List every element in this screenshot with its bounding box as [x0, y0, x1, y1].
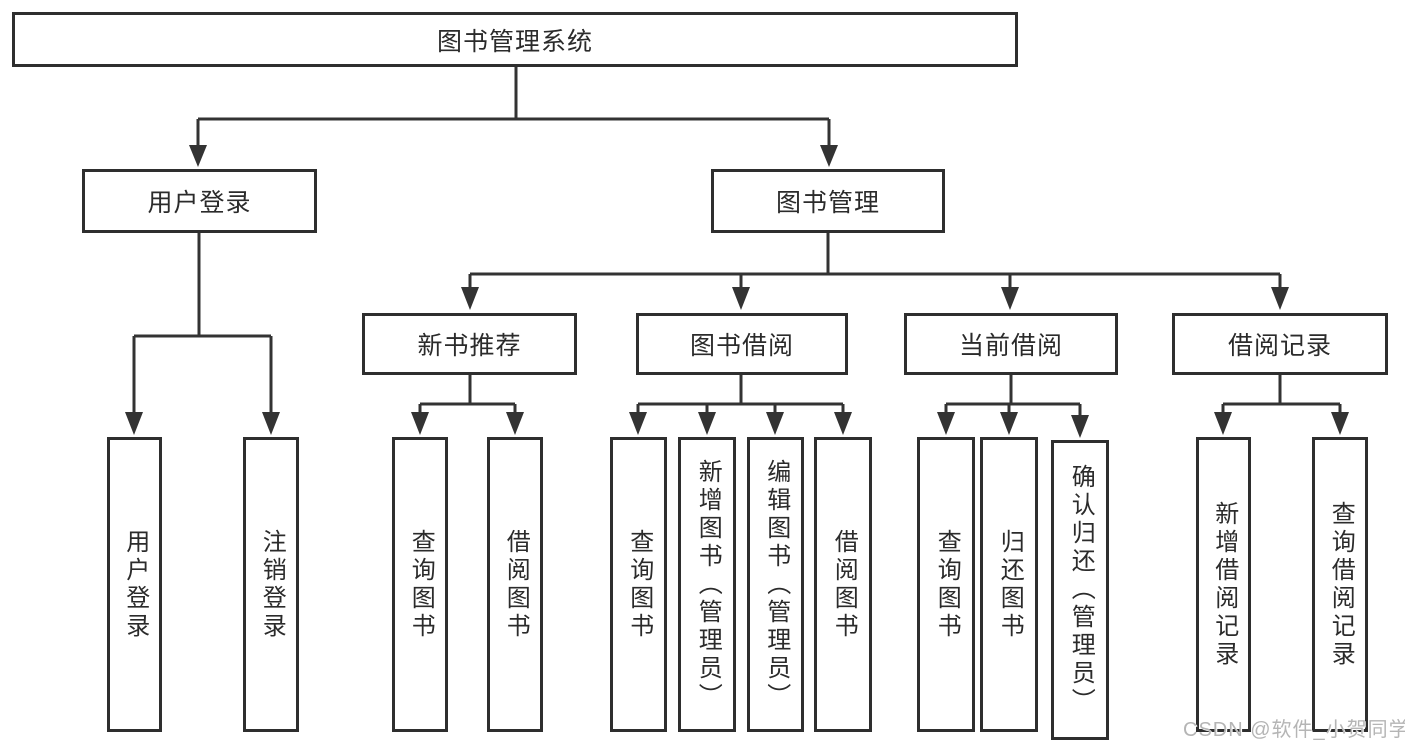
node-query-borrow-record: 查询借阅记录: [1312, 437, 1368, 732]
node-query-books-current: 查询图书: [917, 437, 975, 732]
node-add-book-admin: 新增图书（管理员）: [678, 437, 736, 732]
node-library-system-label: 图书管理系统: [436, 27, 593, 56]
node-borrow-books: 借阅图书: [814, 437, 872, 732]
node-query-books-current-label: 查询图书: [933, 528, 961, 641]
node-library-system: 图书管理系统: [12, 12, 1018, 67]
node-edit-book-admin: 编辑图书（管理员）: [747, 437, 804, 732]
node-query-books-recommend: 查询图书: [392, 437, 448, 732]
node-borrow-books-recommend-label: 借阅图书: [502, 528, 530, 641]
node-user-login-label: 用户登录: [121, 528, 149, 641]
node-user-login: 用户登录: [107, 437, 162, 732]
node-new-book-recommend-label: 新书推荐: [417, 332, 522, 360]
node-borrow-books-recommend: 借阅图书: [487, 437, 543, 732]
node-book-borrowing: 图书借阅: [636, 313, 848, 375]
node-book-management-label: 图书管理: [775, 189, 880, 217]
node-logout: 注销登录: [243, 437, 299, 732]
node-add-book-admin-label: 新增图书（管理员）: [694, 458, 722, 711]
watermark: CSDN @软件_小贺同学: [1183, 719, 1405, 741]
node-query-books-recommend-label: 查询图书: [407, 528, 435, 641]
node-book-borrowing-label: 图书借阅: [689, 332, 794, 360]
node-borrowing-records-label: 借阅记录: [1227, 332, 1332, 360]
node-book-management: 图书管理: [711, 169, 945, 233]
node-add-borrow-record-label: 新增借阅记录: [1210, 500, 1238, 669]
node-current-borrowing: 当前借阅: [904, 313, 1118, 375]
node-user-login-branch: 用户登录: [82, 169, 317, 233]
node-user-login-branch-label: 用户登录: [147, 189, 252, 217]
node-logout-label: 注销登录: [258, 528, 286, 641]
node-confirm-return-admin-label: 确认归还（管理员）: [1067, 464, 1095, 716]
node-add-borrow-record: 新增借阅记录: [1196, 437, 1251, 732]
node-edit-book-admin-label: 编辑图书（管理员）: [762, 458, 790, 711]
node-return-books: 归还图书: [980, 437, 1038, 732]
node-confirm-return-admin: 确认归还（管理员）: [1051, 440, 1109, 740]
node-query-borrow-record-label: 查询借阅记录: [1327, 500, 1355, 669]
node-new-book-recommend: 新书推荐: [362, 313, 577, 375]
node-query-books-borrowing: 查询图书: [610, 437, 667, 732]
node-current-borrowing-label: 当前借阅: [958, 332, 1063, 360]
node-query-books-borrowing-label: 查询图书: [625, 528, 653, 641]
node-borrow-books-label: 借阅图书: [830, 528, 858, 641]
node-borrowing-records: 借阅记录: [1172, 313, 1388, 375]
node-return-books-label: 归还图书: [996, 528, 1024, 641]
